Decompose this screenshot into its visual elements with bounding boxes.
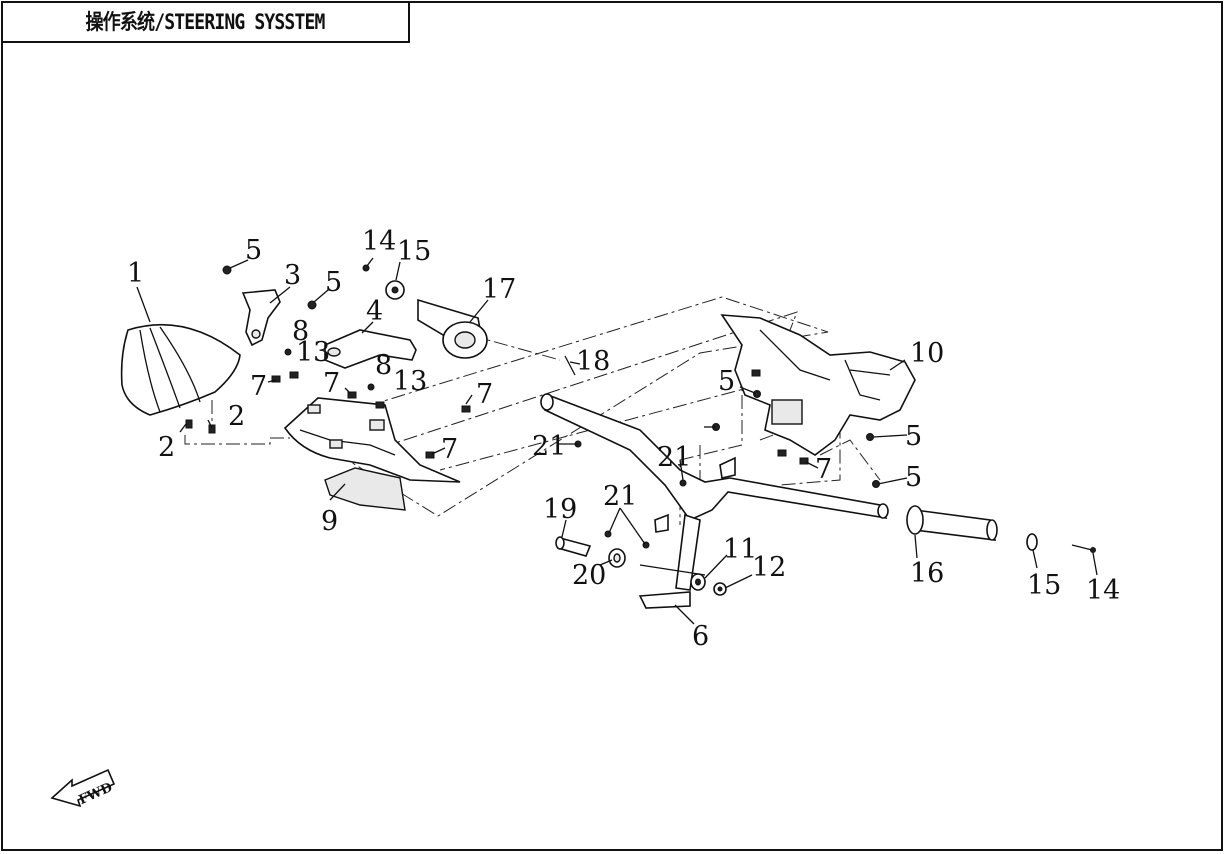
callout-13-b: 13: [393, 366, 427, 397]
grip-part-16: [906, 505, 998, 541]
bracket-part-4: [324, 329, 417, 369]
windscreen-part: [120, 323, 241, 434]
bracket-part-3: [241, 289, 281, 347]
callout-15-a: 15: [397, 236, 431, 267]
end-cap-part-15-right: [1026, 533, 1038, 551]
fwd-arrow-icon: FWD: [50, 768, 116, 808]
title-block: 操作系统/STEERING SYSSTEM: [1, 1, 410, 43]
callout-21-a: 21: [532, 431, 566, 462]
callout-8-b: 8: [375, 350, 392, 381]
callout-15-b: 15: [1027, 570, 1061, 601]
end-cap-part-15-left: [385, 280, 405, 300]
callout-7-e: 7: [815, 454, 832, 485]
callout-5-a: 5: [245, 235, 262, 266]
callout-16: 16: [910, 558, 944, 589]
callout-17: 17: [482, 274, 516, 305]
callout-7-c: 7: [476, 379, 493, 410]
callout-5-e: 5: [905, 462, 922, 493]
callout-5-b: 5: [325, 267, 342, 298]
bushing-part-20: [608, 548, 626, 568]
callout-2-b: 2: [228, 401, 245, 432]
page-title: 操作系统/STEERING SYSSTEM: [84, 10, 325, 34]
callout-numbers: 1 2 2 3 4 5 5 5 5 5 6 7 7 7 7 7 8 8 9 10…: [127, 226, 1120, 652]
callout-5-d: 5: [905, 421, 922, 452]
throttle-grip-part-17: [417, 298, 488, 359]
callout-10: 10: [910, 338, 944, 369]
callout-5-c: 5: [718, 366, 735, 397]
callout-3: 3: [284, 260, 301, 291]
callout-21-b: 21: [657, 442, 691, 473]
callout-9: 9: [321, 506, 338, 537]
callout-2-a: 2: [158, 432, 175, 463]
callout-21-c: 21: [603, 481, 637, 512]
front-cowl-part-9: [283, 397, 461, 511]
handlebar-part-6: [540, 393, 889, 609]
callout-19: 19: [543, 494, 577, 525]
screw-part-14-right: [1071, 544, 1096, 553]
callout-6: 6: [692, 621, 709, 652]
callout-14-b: 14: [1086, 575, 1120, 606]
callout-7-b: 7: [323, 368, 340, 399]
callout-1: 1: [127, 258, 144, 289]
washer-part-11: [690, 573, 706, 591]
callout-11: 11: [723, 534, 757, 565]
bolt-part-19: [555, 536, 592, 557]
callout-12: 12: [752, 552, 786, 583]
callout-14-a: 14: [362, 226, 396, 257]
callout-13-a: 13: [296, 337, 330, 368]
callout-8-a: 8: [292, 316, 309, 347]
callout-7-d: 7: [441, 434, 458, 465]
nut-part-12: [713, 582, 727, 596]
callout-20: 20: [572, 560, 606, 591]
callout-4: 4: [366, 296, 383, 327]
handle-cover-part-10: [720, 314, 916, 456]
leader-lines: [136, 257, 1098, 625]
callout-7-a: 7: [250, 371, 267, 402]
callout-18: 18: [576, 346, 610, 377]
